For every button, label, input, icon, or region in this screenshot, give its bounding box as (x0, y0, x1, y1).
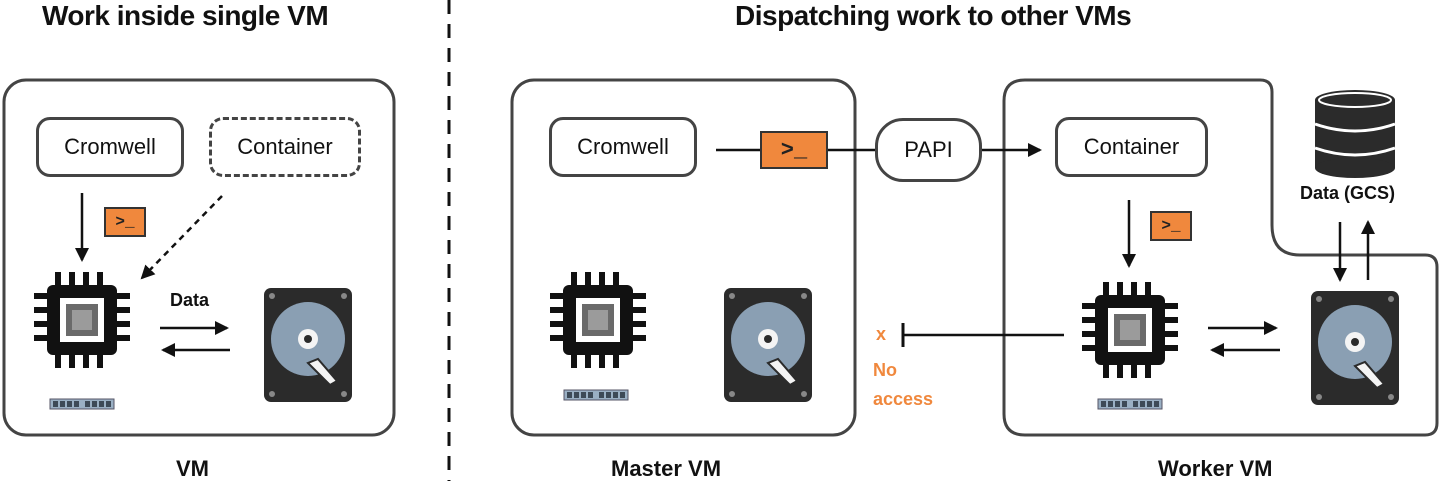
no-access-line2: access (873, 389, 934, 409)
hard-disk-icon (263, 287, 353, 403)
gcs-label: Data (GCS) (1300, 183, 1396, 203)
cromwell-box: Cromwell (36, 117, 184, 177)
papi-label: PAPI (904, 137, 953, 162)
blocked-mark: x (876, 324, 887, 344)
vm-frame (2, 78, 396, 437)
master-ram-module-icon (563, 389, 629, 401)
dispatch-terminal-icon: >_ (760, 131, 828, 169)
master-hard-disk-icon (723, 287, 813, 403)
left-panel-title: Work inside single VM (42, 0, 329, 31)
container-box: Container (209, 117, 361, 177)
data-label: Data (170, 290, 210, 310)
worker-vm-caption: Worker VM (1158, 456, 1273, 481)
cpu-chip-icon (34, 272, 130, 368)
database-icon (1314, 90, 1396, 178)
worker-container-box: Container (1055, 117, 1208, 177)
master-cpu-chip-icon (550, 272, 646, 368)
container-to-cpu-arrow (140, 195, 223, 280)
worker-ram-module-icon (1097, 398, 1163, 410)
master-cromwell-box: Cromwell (549, 117, 697, 177)
worker-terminal-icon: >_ (1150, 211, 1192, 241)
master-vm-caption: Master VM (611, 456, 722, 481)
worker-vm-frame (1002, 78, 1439, 437)
ram-module-icon (49, 398, 115, 410)
terminal-icon: >_ (104, 207, 146, 237)
vm-caption: VM (176, 456, 209, 481)
master-vm-frame (510, 78, 857, 437)
master-cromwell-label: Cromwell (577, 134, 669, 159)
worker-hard-disk-icon (1310, 290, 1400, 406)
worker-container-label: Container (1083, 134, 1180, 159)
right-panel-title: Dispatching work to other VMs (735, 0, 1132, 31)
container-label: Container (237, 134, 333, 159)
no-access-line1: No (873, 360, 897, 380)
worker-cpu-chip-icon (1082, 282, 1178, 378)
papi-box: PAPI (875, 118, 982, 182)
cromwell-label: Cromwell (64, 134, 156, 159)
